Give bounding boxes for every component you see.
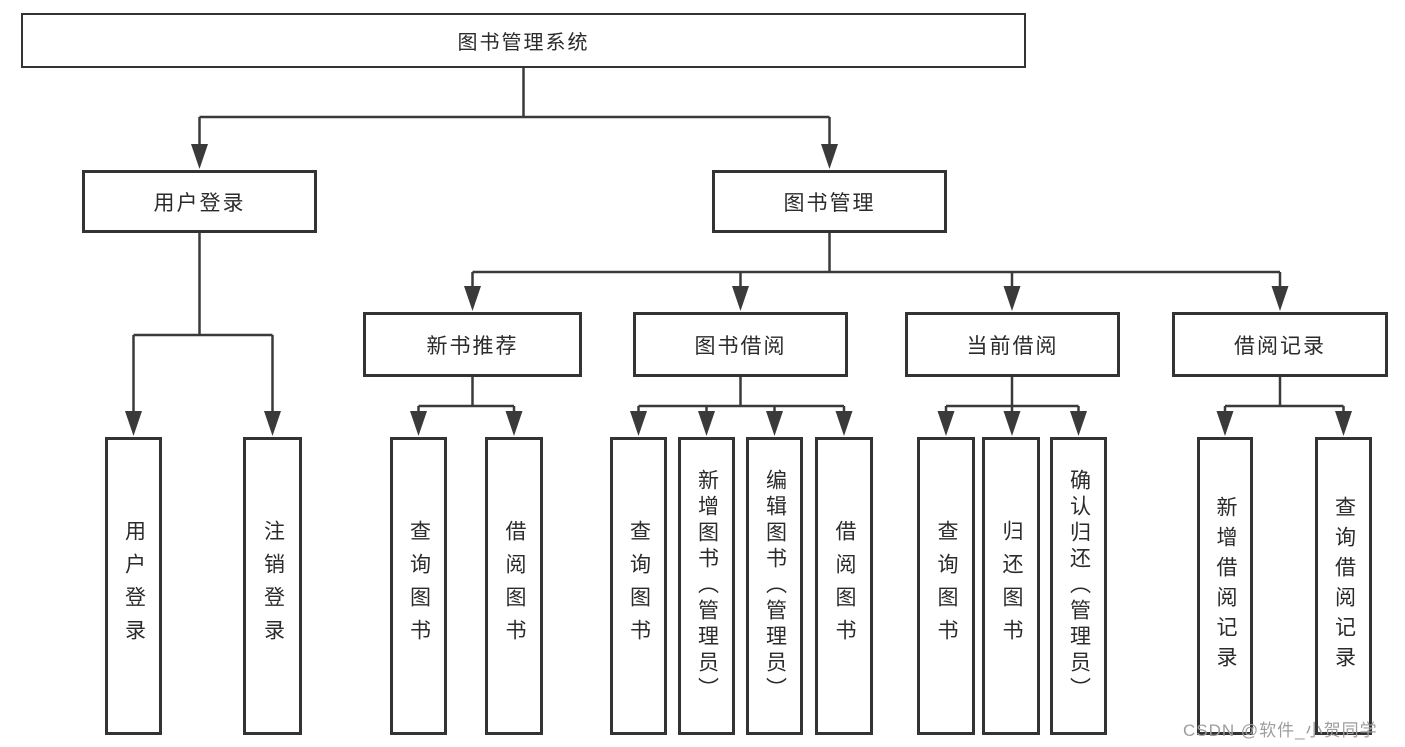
leaf-query-books-borrow: 查询图书 bbox=[610, 437, 667, 735]
node-label: 借阅记录 bbox=[1234, 334, 1326, 358]
node-label: 编辑图书（管理员） bbox=[763, 469, 787, 703]
node-label: 查询图书 bbox=[627, 520, 651, 652]
connector-new-book-recommend-children bbox=[410, 377, 523, 436]
leaf-borrow-books-recommend: 借阅图书 bbox=[485, 437, 543, 735]
leaf-add-borrow-record: 新增借阅记录 bbox=[1197, 437, 1253, 735]
node-label: 确认归还（管理员） bbox=[1067, 469, 1091, 703]
node-label: 新增借阅记录 bbox=[1214, 496, 1237, 676]
node-borrow-records: 借阅记录 bbox=[1172, 312, 1388, 377]
node-label: 图书管理 bbox=[783, 191, 876, 215]
node-current-borrow: 当前借阅 bbox=[905, 312, 1120, 377]
leaf-add-book-admin: 新增图书（管理员） bbox=[678, 437, 735, 735]
node-label: 查询借阅记录 bbox=[1332, 496, 1356, 676]
node-label: 注销登录 bbox=[261, 520, 285, 652]
leaf-edit-book-admin: 编辑图书（管理员） bbox=[746, 437, 803, 735]
node-label: 借阅图书 bbox=[833, 520, 856, 652]
node-label: 新增图书（管理员） bbox=[695, 469, 719, 703]
connector-current-borrow-children bbox=[937, 377, 1087, 436]
connector-book-borrow-children bbox=[630, 377, 853, 436]
node-label: 图书管理系统 bbox=[457, 32, 590, 54]
leaf-user-login: 用户登录 bbox=[105, 437, 162, 735]
leaf-query-borrow-record: 查询借阅记录 bbox=[1315, 437, 1372, 735]
leaf-query-books-recommend: 查询图书 bbox=[390, 437, 447, 735]
node-label: 归还图书 bbox=[1000, 520, 1023, 652]
node-book-borrow: 图书借阅 bbox=[633, 312, 848, 377]
leaf-borrow-books: 借阅图书 bbox=[815, 437, 873, 735]
leaf-logout: 注销登录 bbox=[243, 437, 302, 735]
node-label: 图书借阅 bbox=[694, 334, 787, 358]
leaf-query-books-current: 查询图书 bbox=[917, 437, 975, 735]
connector-user-login-children bbox=[125, 233, 281, 436]
node-book-management: 图书管理 bbox=[712, 170, 947, 233]
node-label: 用户登录 bbox=[153, 191, 246, 215]
node-label: 用户登录 bbox=[122, 520, 146, 652]
node-new-book-recommend: 新书推荐 bbox=[363, 312, 582, 377]
leaf-confirm-return-admin: 确认归还（管理员） bbox=[1050, 437, 1107, 735]
node-label: 新书推荐 bbox=[426, 334, 519, 358]
csdn-watermark: CSDN @软件_小贺同学 bbox=[1183, 721, 1378, 740]
node-user-login: 用户登录 bbox=[82, 170, 317, 233]
connector-book-management-children bbox=[464, 233, 1289, 311]
node-label: 查询图书 bbox=[407, 520, 431, 652]
connector-borrow-records-children bbox=[1216, 377, 1352, 436]
node-label: 当前借阅 bbox=[966, 334, 1059, 358]
leaf-return-book: 归还图书 bbox=[982, 437, 1040, 735]
node-label: 查询图书 bbox=[935, 520, 958, 652]
node-label: 借阅图书 bbox=[503, 520, 526, 652]
connector-root-to-branches bbox=[191, 68, 838, 169]
node-library-management-system: 图书管理系统 bbox=[21, 13, 1026, 68]
